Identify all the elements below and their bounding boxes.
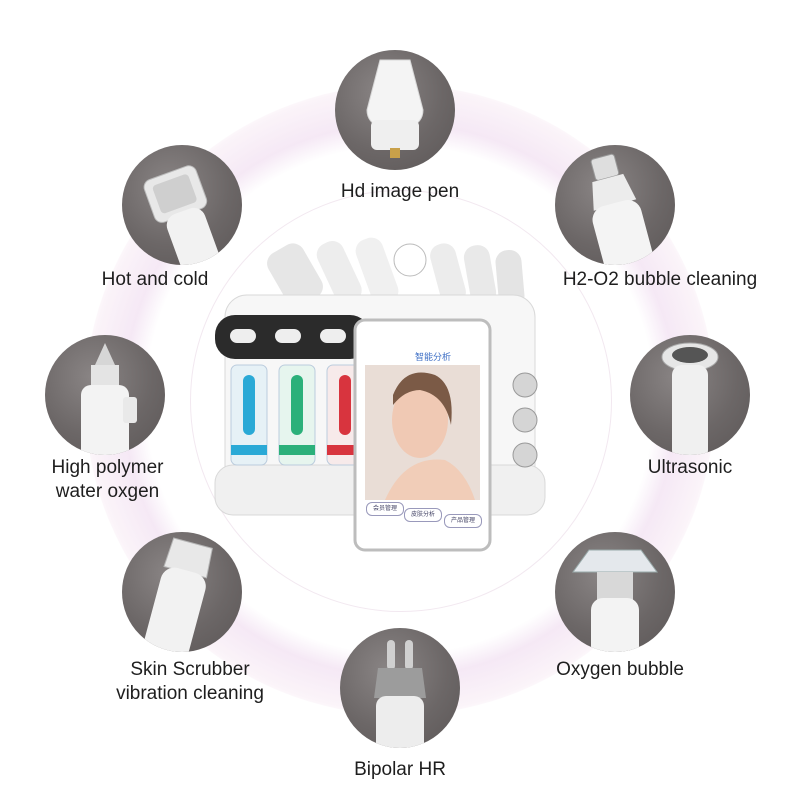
screen-button-members[interactable]: 会员管理 xyxy=(366,502,404,516)
h2o2-handpiece-icon xyxy=(590,153,653,265)
hd-image-pen-label: Hd image pen xyxy=(340,181,460,202)
facial-machine xyxy=(214,237,546,552)
skin-scrubber-badge xyxy=(122,532,242,652)
ultrasonic-handpiece-icon xyxy=(661,342,719,455)
screen-button-products[interactable]: 产品管理 xyxy=(444,514,482,528)
high-polymer-badge xyxy=(45,335,165,455)
hot-and-cold-label: Hot and cold xyxy=(101,269,209,290)
side-knobs xyxy=(512,372,538,468)
high-polymer-label: High polymer water oxgen xyxy=(51,457,164,502)
ultrasonic-badge xyxy=(630,335,750,455)
hd-image-pen-icon xyxy=(366,59,424,158)
screen-button-skin-analysis[interactable]: 皮肤分析 xyxy=(404,508,442,522)
skin-scrubber-label: Skin Scrubber vibration cleaning xyxy=(116,659,264,704)
skin-scrubber-icon xyxy=(144,537,213,652)
h2o2-label: H2-O2 bubble cleaning xyxy=(562,269,758,290)
oxygen-bubble-label: Oxygen bubble xyxy=(556,659,684,680)
bipolar-hr-badge xyxy=(340,628,460,748)
high-polymer-nozzle-icon xyxy=(81,343,137,455)
oxygen-bubble-dome-icon xyxy=(572,549,658,652)
bipolar-hr-label: Bipolar HR xyxy=(354,759,446,780)
hd-image-pen-badge xyxy=(335,50,455,170)
handpiece-rack xyxy=(267,237,525,309)
ultrasonic-label: Ultrasonic xyxy=(647,457,733,478)
screen-title: 智能分析 xyxy=(414,353,451,363)
oxygen-bubble-badge xyxy=(555,532,675,652)
touch-screen xyxy=(353,318,492,552)
liquid-tanks xyxy=(230,364,364,466)
inner-ring xyxy=(190,190,612,612)
bipolar-hr-icon xyxy=(374,640,426,748)
h2o2-badge xyxy=(555,145,675,265)
